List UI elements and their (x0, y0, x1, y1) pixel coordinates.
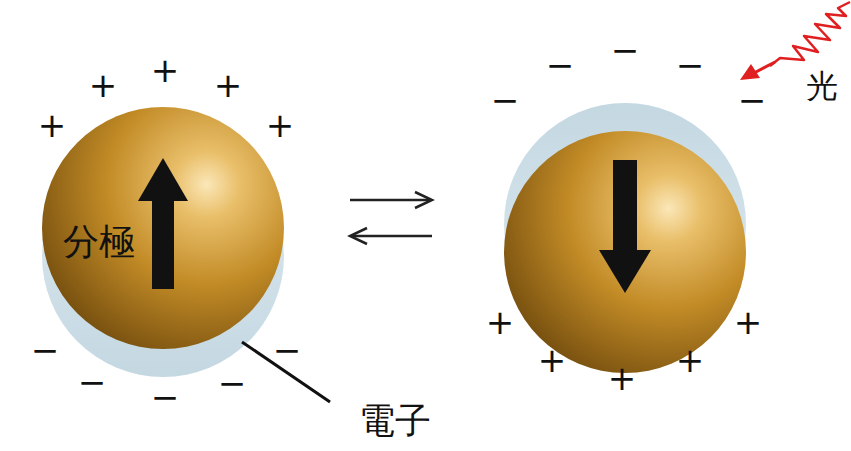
light-label: 光 (806, 70, 838, 102)
charge-sign: + (608, 361, 637, 395)
polarization-arrow (613, 160, 637, 252)
charge-sign: − (31, 333, 60, 367)
charge-sign: + (486, 305, 515, 339)
gold-sphere (504, 131, 746, 373)
charge-sign: − (78, 365, 107, 399)
charge-sign: + (89, 68, 118, 102)
gold-sphere (42, 107, 284, 349)
polarization-arrow (152, 197, 174, 289)
polarization-arrow (138, 158, 188, 201)
charge-sign: − (676, 48, 705, 82)
charge-sign: − (546, 48, 575, 82)
charge-sign: − (218, 366, 247, 400)
electron-label: 電子 (359, 403, 431, 439)
equilibrium-arrows (350, 192, 432, 244)
charge-sign: + (538, 343, 567, 377)
charge-sign: + (38, 108, 67, 142)
charge-sign: + (734, 305, 763, 339)
gold-sphere-node: 分極 (42, 107, 284, 349)
charge-sign: − (491, 83, 520, 117)
charge-sign: + (214, 68, 243, 102)
charge-sign: − (273, 333, 302, 367)
charge-sign: − (738, 83, 767, 117)
charge-sign: + (151, 53, 180, 87)
polarization-arrow (599, 250, 651, 293)
charge-sign: + (676, 343, 705, 377)
charge-sign: − (151, 380, 180, 414)
charge-sign: − (611, 33, 640, 67)
light-arrowhead (740, 64, 760, 80)
sphere-label: 分極 (63, 224, 135, 260)
charge-sign: + (266, 108, 295, 142)
light-wave (770, 2, 850, 66)
